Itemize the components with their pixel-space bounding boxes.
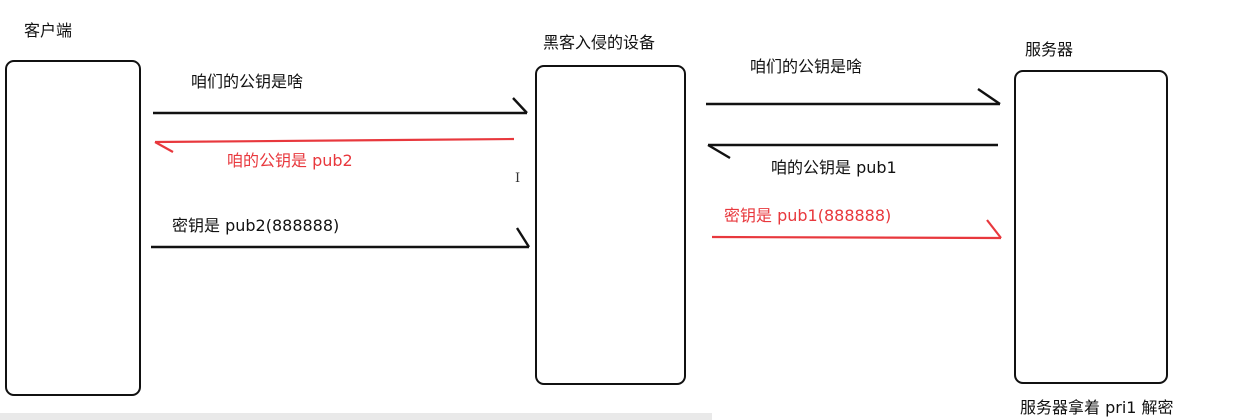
message-hacker-request: 咱们的公钥是啥 — [750, 57, 863, 76]
server-label: 服务器 — [1025, 40, 1074, 59]
arrow-client-to-hacker-request — [153, 97, 528, 115]
bottom-strip — [0, 413, 712, 420]
hacker-device-label: 黑客入侵的设备 — [543, 33, 656, 52]
text-cursor-icon: I — [515, 171, 521, 186]
server-box — [1014, 70, 1168, 384]
client-label: 客户端 — [24, 21, 73, 40]
message-hacker-secret: 密钥是 pub1(888888) — [724, 206, 892, 225]
message-client-secret: 密钥是 pub2(888888) — [172, 216, 340, 235]
message-hacker-fake-key: 咱的公钥是 pub2 — [227, 151, 353, 170]
arrow-server-to-hacker-real-key — [707, 143, 998, 160]
client-box — [5, 60, 141, 396]
hacker-device-box — [535, 65, 686, 385]
arrow-hacker-to-server-request — [706, 88, 1001, 106]
message-client-request: 咱们的公钥是啥 — [191, 72, 304, 91]
message-server-real-key: 咱的公钥是 pub1 — [771, 158, 897, 177]
server-decrypt-note: 服务器拿着 pri1 解密 — [1020, 398, 1174, 417]
